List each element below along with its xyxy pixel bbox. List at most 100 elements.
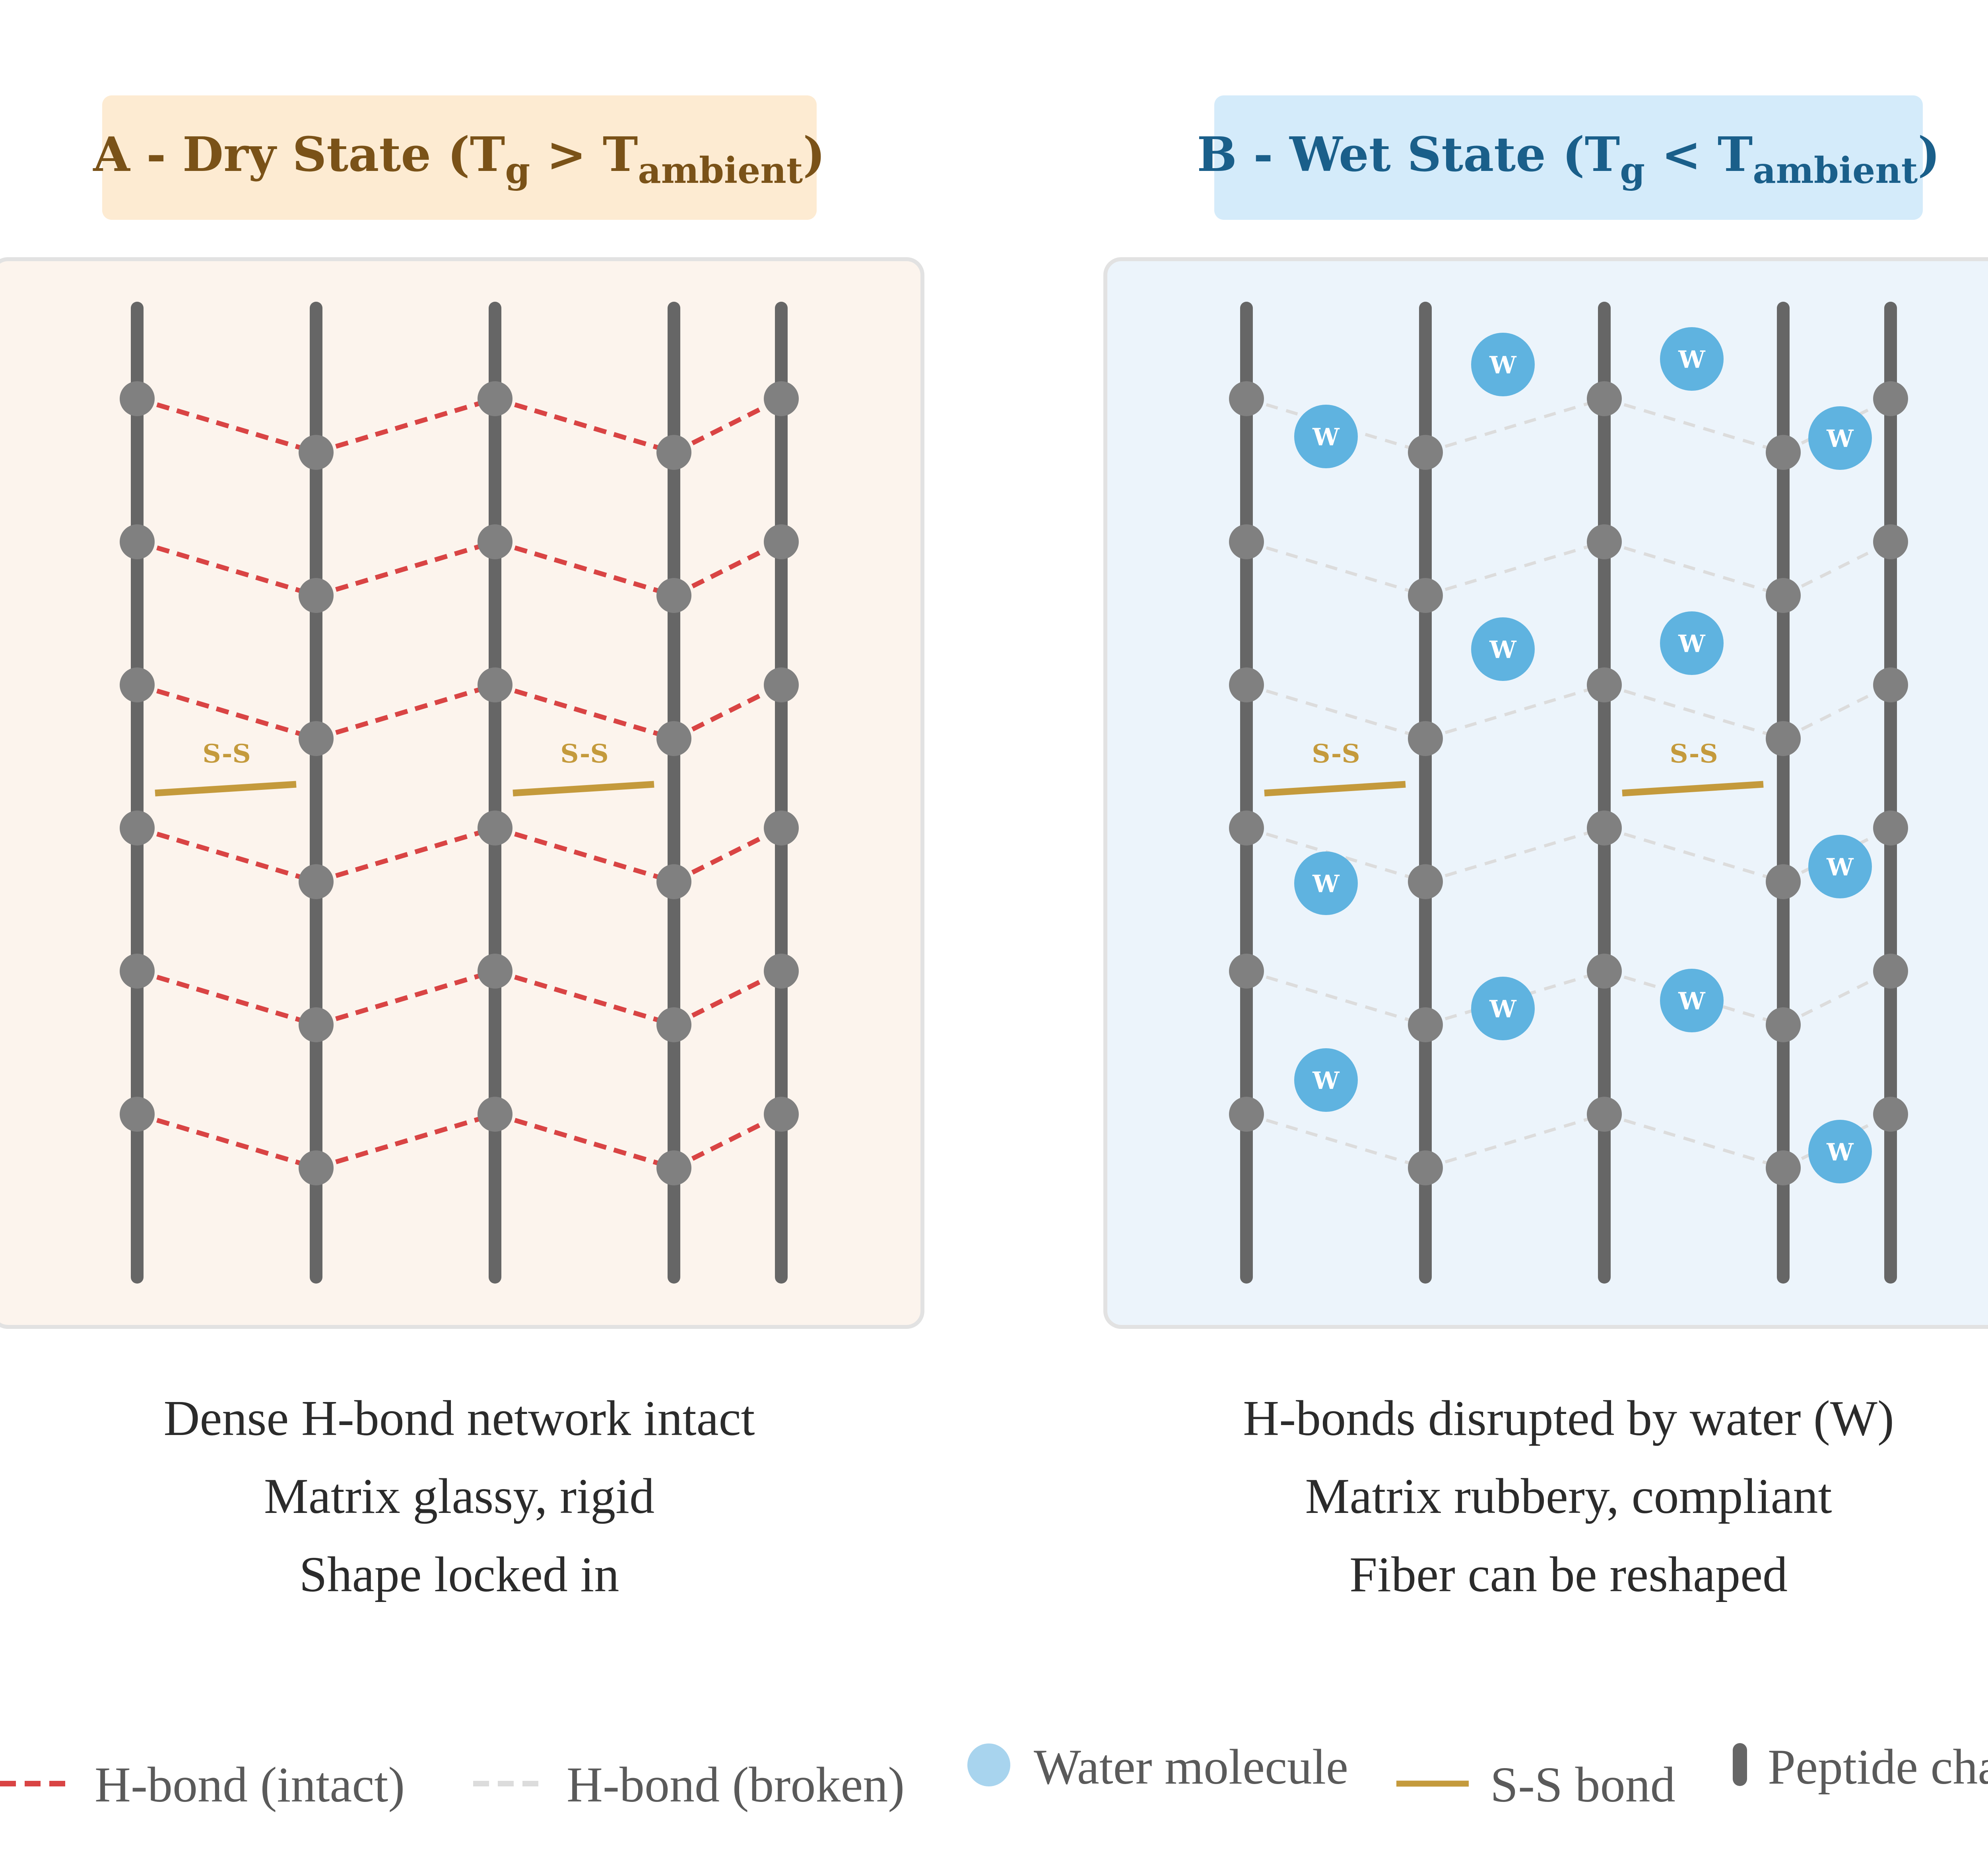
ss-bond-line — [513, 781, 654, 797]
peptide-node — [1229, 381, 1264, 416]
ss-bond-line — [155, 781, 297, 797]
hbond-broken-line — [1604, 540, 1784, 597]
ss-bond-label: S-S — [1670, 739, 1718, 769]
legend-label-hbond-intact: H-bond (intact) — [95, 1757, 405, 1813]
legend-label-ss-bond: S-S bond — [1490, 1757, 1675, 1813]
water-molecule — [1660, 969, 1724, 1032]
peptide-node — [299, 578, 334, 613]
peptide-node — [1873, 811, 1908, 846]
water-molecule — [1660, 327, 1724, 391]
water-molecule — [1808, 406, 1872, 470]
hbond-intact-line — [136, 539, 317, 598]
peptide-node — [478, 954, 513, 989]
hbond-intact-line — [315, 396, 496, 455]
panel-b-caption-line-1: H-bonds disrupted by water (W) — [1243, 1391, 1894, 1446]
water-molecule — [1471, 617, 1535, 681]
peptide-node — [1587, 811, 1622, 846]
hbond-intact-line — [315, 539, 496, 598]
water-molecule — [1660, 611, 1724, 675]
water-molecule-label: W — [1489, 995, 1517, 1023]
peptide-node — [478, 524, 513, 559]
water-molecule-label: W — [1678, 630, 1706, 658]
water-molecule-label: W — [1826, 1138, 1854, 1166]
peptide-node — [299, 435, 334, 470]
water-molecule-swatch-icon — [967, 1743, 1010, 1786]
water-molecule-label: W — [1489, 351, 1517, 379]
peptide-node — [1587, 524, 1622, 559]
peptide-node — [1408, 864, 1443, 899]
water-molecule-label: W — [1312, 1067, 1340, 1095]
hbond-broken-line — [1246, 540, 1426, 597]
peptide-node — [764, 1097, 799, 1132]
hbond-intact-line — [315, 969, 496, 1027]
peptide-node — [1873, 667, 1908, 702]
peptide-node — [1766, 1150, 1801, 1185]
peptide-node — [299, 1150, 334, 1185]
legend-item-hbond-broken: H-bond (broken) — [473, 1757, 905, 1813]
hbond-broken-line — [1425, 540, 1605, 597]
hbond-intact-line — [315, 683, 496, 741]
peptide-node — [1587, 381, 1622, 416]
peptide-node — [1873, 381, 1908, 416]
panel-b-caption-line-2: Matrix rubbery, compliant — [1305, 1469, 1832, 1524]
hbond-intact-line — [494, 683, 675, 741]
hbond-broken-line — [1246, 1113, 1426, 1169]
water-molecule-label: W — [1312, 870, 1340, 898]
hbond-broken-line — [1425, 683, 1605, 740]
hbond-intact-line — [136, 396, 317, 455]
panel-a-caption: Dense H-bond network intact Matrix glass… — [163, 1391, 755, 1602]
hbond-intact-line — [494, 1112, 675, 1170]
peptide-node — [1408, 435, 1443, 470]
peptide-node — [1766, 1007, 1801, 1042]
peptide-node — [478, 1097, 513, 1132]
peptide-node — [656, 721, 691, 756]
peptide-node — [764, 954, 799, 989]
peptide-node — [1229, 954, 1264, 989]
panel-a-title-box — [102, 95, 817, 220]
ss-bond-line — [1622, 781, 1764, 797]
panel-a-caption-line-2: Matrix glassy, rigid — [264, 1469, 654, 1524]
hbond-intact-line — [136, 969, 317, 1027]
peptide-node — [656, 1007, 691, 1042]
peptide-node — [656, 578, 691, 613]
peptide-node — [1587, 1097, 1622, 1132]
peptide-chain-swatch-icon — [1733, 1743, 1747, 1786]
water-molecule-label: W — [1678, 987, 1706, 1015]
peptide-node — [1408, 721, 1443, 756]
legend-label-water: Water molecule — [1034, 1740, 1348, 1795]
peptide-node — [1229, 1097, 1264, 1132]
hbond-broken-line — [1604, 683, 1784, 740]
panel-a-caption-line-3: Shape locked in — [299, 1547, 619, 1602]
peptide-node — [478, 811, 513, 846]
peptide-node — [656, 864, 691, 899]
legend-item-water: Water molecule — [967, 1740, 1348, 1795]
peptide-node — [1587, 667, 1622, 702]
panel-a-box — [0, 257, 924, 1329]
ss-bond-label: S-S — [202, 739, 250, 769]
peptide-node — [1229, 811, 1264, 846]
peptide-node — [120, 524, 155, 559]
panel-b-title: B - Wet State (Tg < Tambient) — [1197, 127, 1940, 192]
peptide-node — [1873, 954, 1908, 989]
water-molecule-label: W — [1826, 425, 1854, 453]
legend-label-peptide-chain: Peptide chain — [1768, 1740, 1988, 1795]
peptide-node — [120, 954, 155, 989]
ss-bond-label: S-S — [1312, 739, 1360, 769]
peptide-node — [656, 1150, 691, 1185]
legend-item-peptide-chain: Peptide chain — [1733, 1740, 1988, 1795]
hbond-intact-line — [315, 1112, 496, 1170]
hbond-intact-line — [315, 826, 496, 884]
peptide-node — [1587, 954, 1622, 989]
peptide-node — [1766, 721, 1801, 756]
hbond-intact-line — [494, 826, 675, 884]
peptide-node — [120, 381, 155, 416]
panel-a-title: A - Dry State (Tg > Tambient) — [93, 127, 825, 192]
hbond-broken-line — [1425, 397, 1605, 454]
peptide-node — [478, 381, 513, 416]
hbond-broken-line — [1246, 970, 1426, 1026]
water-molecule-label: W — [1678, 346, 1706, 374]
hbond-intact-line — [494, 396, 675, 455]
panel-b-caption: H-bonds disrupted by water (W) Matrix ru… — [1243, 1391, 1894, 1602]
water-molecule — [1471, 333, 1535, 396]
